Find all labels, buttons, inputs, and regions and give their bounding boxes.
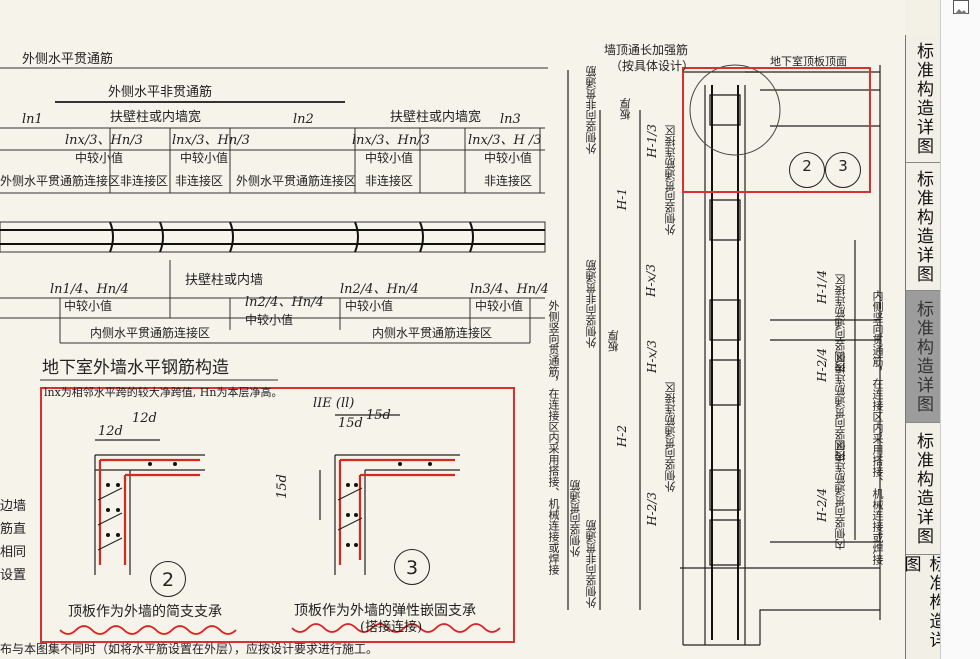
section-title: 地下室外墙水平钢筋构造: [42, 358, 229, 378]
caption-detail-2: 顶板作为外墙的简支支承: [68, 604, 222, 620]
outer-splice-b: 外侧竖向贯通筋连接区: [664, 382, 677, 492]
bot-len-4: ln3/4、Hn/4: [470, 282, 549, 297]
outer-splice-zone: 外侧水平贯通筋连接区: [236, 174, 357, 188]
detail-2-marker: 2: [150, 561, 186, 597]
dim-le: lIE (ll): [313, 396, 355, 411]
tab-label: 标准构造详图: [913, 169, 933, 284]
bot-len-2: ln2/4、Hn/4: [245, 295, 324, 310]
tab-label: 标准构造详图: [913, 431, 933, 546]
inner-splice-c: 内侧竖向贯通筋连接区: [834, 440, 847, 550]
dim-15d-v: 15d: [275, 474, 290, 499]
tab-label: 标准构造详图: [913, 41, 933, 156]
right-scroll-strip: [940, 0, 980, 659]
inner-splice-zone-1: 内侧水平贯通筋连接区: [90, 326, 211, 340]
outer-vert-non-through-3: 外侧竖向非贯通筋: [585, 520, 598, 608]
dim-15d-a: 15d: [338, 416, 363, 431]
callout-3-marker: 3: [825, 152, 861, 188]
caption-detail-3: 顶板作为外墙的弹性嵌固支承: [294, 603, 476, 619]
outer-non-through-label: 外侧水平非贯通筋: [108, 85, 213, 100]
smaller-2: 中较小值: [180, 151, 229, 165]
outer-splice-a: 外侧竖向贯通筋连接区: [664, 125, 677, 235]
smaller-1: 中较小值: [75, 151, 124, 165]
non-splice-2: 非连接区: [175, 174, 224, 188]
dim-12d-b: 12d: [132, 411, 157, 426]
caption-detail-3-sub: (搭接连接): [360, 620, 423, 635]
tab-standard-detail-1[interactable]: 标准构造详图: [906, 35, 941, 163]
top-len-2: lnx/3、Hn/3: [172, 133, 250, 148]
hx3-a-label: H-x/3: [644, 264, 658, 297]
slab-thk-2: 板厚: [607, 330, 620, 352]
h1-4-label: H-1/4: [815, 270, 829, 304]
side-note-4: 设置: [0, 568, 27, 583]
footer-note: 布与本图集不同时（如将水平筋设置在外层），应按设计要求进行施工。: [0, 642, 379, 656]
side-tab-bar: 标准构造详图 标准构造详图 标准构造详图 标准构造详图 标准构造详图: [901, 35, 946, 659]
outer-vert-non-through-1: 外侧竖向非贯通筋: [585, 66, 598, 154]
smaller-4: 中较小值: [484, 151, 533, 165]
detail-3-marker: 3: [394, 549, 430, 585]
ln2-label: ln2: [293, 112, 314, 127]
ln3-label: ln3: [500, 112, 521, 127]
slab-thk-1: 板厚: [619, 98, 632, 120]
bot-len-1: ln1/4、Hn/4: [50, 282, 129, 297]
inner-note: 内侧竖向贯通筋，在连接区内采用搭接、机械连接或焊接: [871, 290, 884, 565]
non-splice-1: 非连接区: [120, 174, 169, 188]
pilaster-label-1: 扶壁柱或内墙宽: [110, 110, 202, 125]
hx3-b-label: H-x/3: [645, 340, 659, 373]
tab-standard-detail-4[interactable]: 标准构造详图: [906, 423, 941, 555]
top-len-3: lnx/3、Hn/3: [352, 133, 430, 148]
pilaster-mid-label: 扶壁柱或内墙: [185, 273, 264, 288]
tab-standard-detail-5[interactable]: 标准构造详图: [901, 555, 946, 659]
tab-standard-detail-2[interactable]: 标准构造详图: [906, 163, 941, 291]
non-splice-3: 非连接区: [365, 174, 414, 188]
tab-standard-detail-3[interactable]: 标准构造详图: [906, 291, 941, 423]
h2-4-b-label: H-2/4: [815, 488, 829, 522]
h1-label: H-1: [615, 188, 629, 211]
smaller-7: 中较小值: [345, 299, 394, 313]
h2-3-label: H-2/3: [645, 492, 659, 526]
top-len-1: lnx/3、Hn/3: [65, 133, 143, 148]
splice-note: 外侧竖向贯通筋，在连接区内采用搭接、机械连接或焊接: [547, 300, 560, 575]
h1-3-label: H-1/3: [645, 124, 659, 158]
smaller-5: 中较小值: [64, 299, 113, 313]
smaller-8: 中较小值: [475, 299, 524, 313]
side-note-3: 相同: [0, 545, 27, 560]
smaller-3: 中较小值: [365, 151, 414, 165]
top-len-4: lnx/3、H /3: [468, 133, 542, 148]
drawing-linework: [0, 64, 881, 646]
dim-15d-b: 15d: [366, 408, 391, 423]
non-splice-4: 非连接区: [484, 174, 533, 188]
ln1-label: ln1: [22, 112, 43, 127]
image-icon[interactable]: [953, 0, 969, 14]
side-note-2: 筋直: [0, 522, 27, 537]
top-bar-sub: （按具体设计）: [610, 59, 695, 73]
drawing-page: 外侧水平贯通筋 外侧水平非贯通筋 扶壁柱或内墙宽 扶壁柱或内墙宽 ln1 ln2…: [0, 43, 884, 656]
h2-4-a-label: H-2/4: [815, 348, 829, 382]
top-bar-label: 墙顶通长加强筋: [604, 43, 689, 57]
tab-label: 标准构造详图: [913, 299, 933, 414]
outer-through-label: 外侧水平贯通筋: [22, 52, 114, 67]
smaller-6: 中较小值: [245, 313, 294, 327]
outer-vert-non-through-2: 外侧竖向非贯通筋: [585, 260, 598, 348]
side-note-1: 边墙: [0, 499, 27, 514]
section-note: lnx为相邻水平跨的较大净跨值, Hn为本层净高。: [44, 386, 283, 399]
pilaster-label-2: 扶壁柱或内墙宽: [390, 110, 482, 125]
callout-2-marker: 2: [789, 152, 825, 188]
outer-splice-zone-left: 外侧水平贯通筋连接区: [0, 174, 121, 188]
roof-label: 地下室顶板顶面: [770, 55, 847, 68]
dim-12d-a: 12d: [98, 424, 123, 439]
h2-label: H-2: [615, 425, 629, 448]
inner-splice-zone-2: 内侧水平贯通筋连接区: [372, 326, 493, 340]
outer-vert-through: 外侧竖向贯通筋: [569, 480, 582, 557]
bot-len-3: ln2/4、Hn/4: [340, 282, 419, 297]
